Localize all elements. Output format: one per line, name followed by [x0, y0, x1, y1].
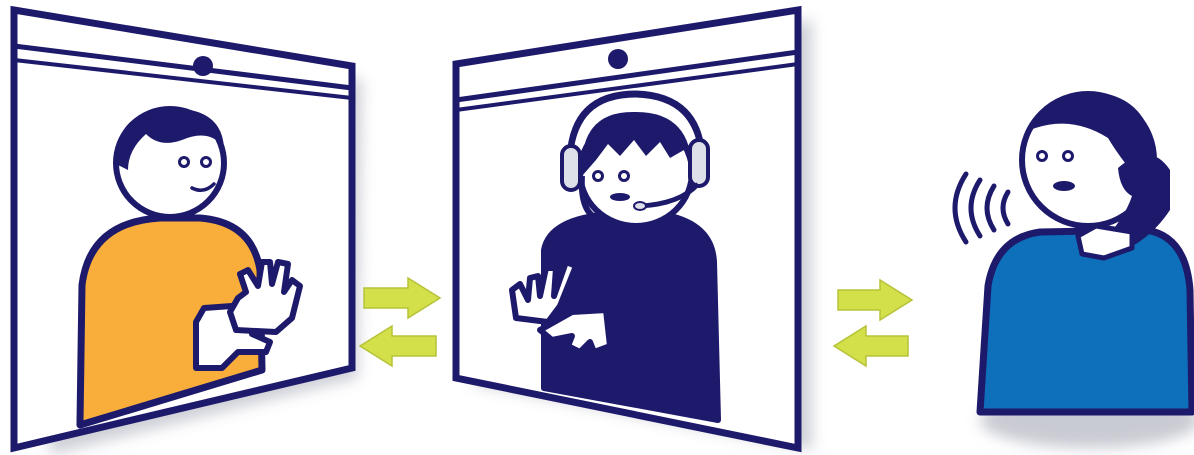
webcam-icon: [608, 49, 628, 69]
headset-earcup-icon: [562, 146, 580, 190]
eye-icon: [620, 172, 629, 181]
mouth: [1053, 181, 1075, 191]
deaf-user-panel: [14, 10, 362, 455]
arrow-right-icon: [838, 280, 912, 320]
eye-icon: [594, 172, 603, 181]
sound-waves-icon: [955, 174, 1008, 242]
connection-arrows-2: [834, 280, 912, 366]
eye-icon: [1064, 152, 1073, 161]
webcam-icon: [193, 56, 213, 76]
arrow-right-icon: [364, 278, 440, 318]
mouth: [610, 193, 630, 201]
shirt: [980, 230, 1192, 412]
arrow-left-icon: [360, 326, 436, 366]
connection-arrows-1: [360, 278, 440, 366]
head: [116, 108, 224, 217]
eye-icon: [180, 158, 189, 167]
eye-icon: [202, 158, 211, 167]
eye-icon: [1038, 152, 1047, 161]
interpreter-panel: [456, 10, 812, 450]
headset-earcup-icon: [690, 140, 708, 186]
hearing-user: [955, 92, 1194, 448]
arrow-left-icon: [834, 326, 908, 366]
